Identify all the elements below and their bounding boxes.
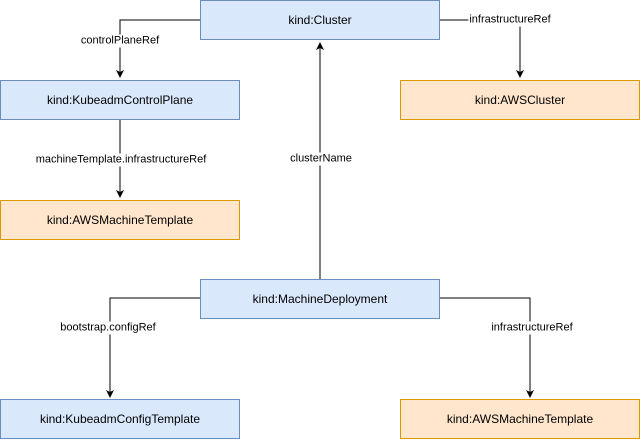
- edge-machine-deployment-to-kubeadm-config-template: [106, 297, 200, 398]
- node-aws-cluster[interactable]: kind:AWSCluster: [400, 80, 640, 120]
- edge-label-machine-template-infrastructure-ref: machineTemplate.infrastructureRef: [34, 153, 208, 167]
- node-aws-machine-template-top[interactable]: kind:AWSMachineTemplate: [0, 200, 240, 240]
- edge-label-infrastructure-ref-cluster: infrastructureRef: [468, 13, 552, 27]
- node-kubeadm-control-plane[interactable]: kind:KubeadmControlPlane: [0, 80, 240, 120]
- node-kubeadm-config-template[interactable]: kind:KubeadmConfigTemplate: [0, 399, 240, 439]
- node-aws-machine-template-bottom[interactable]: kind:AWSMachineTemplate: [400, 399, 640, 439]
- edge-label-control-plane-ref: controlPlaneRef: [79, 34, 161, 48]
- edge-label-cluster-name: clusterName: [289, 152, 353, 166]
- edge-machine-deployment-to-aws-machine-template: [440, 297, 534, 398]
- edge-label-bootstrap-config-ref: bootstrap.configRef: [59, 321, 157, 335]
- node-cluster[interactable]: kind:Cluster: [200, 0, 440, 40]
- edge-label-infrastructure-ref-machine: infrastructureRef: [490, 321, 574, 335]
- node-machine-deployment[interactable]: kind:MachineDeployment: [200, 279, 440, 319]
- edge-cluster-to-aws-cluster: [440, 19, 524, 78]
- edge-cluster-to-control-plane: [116, 19, 200, 78]
